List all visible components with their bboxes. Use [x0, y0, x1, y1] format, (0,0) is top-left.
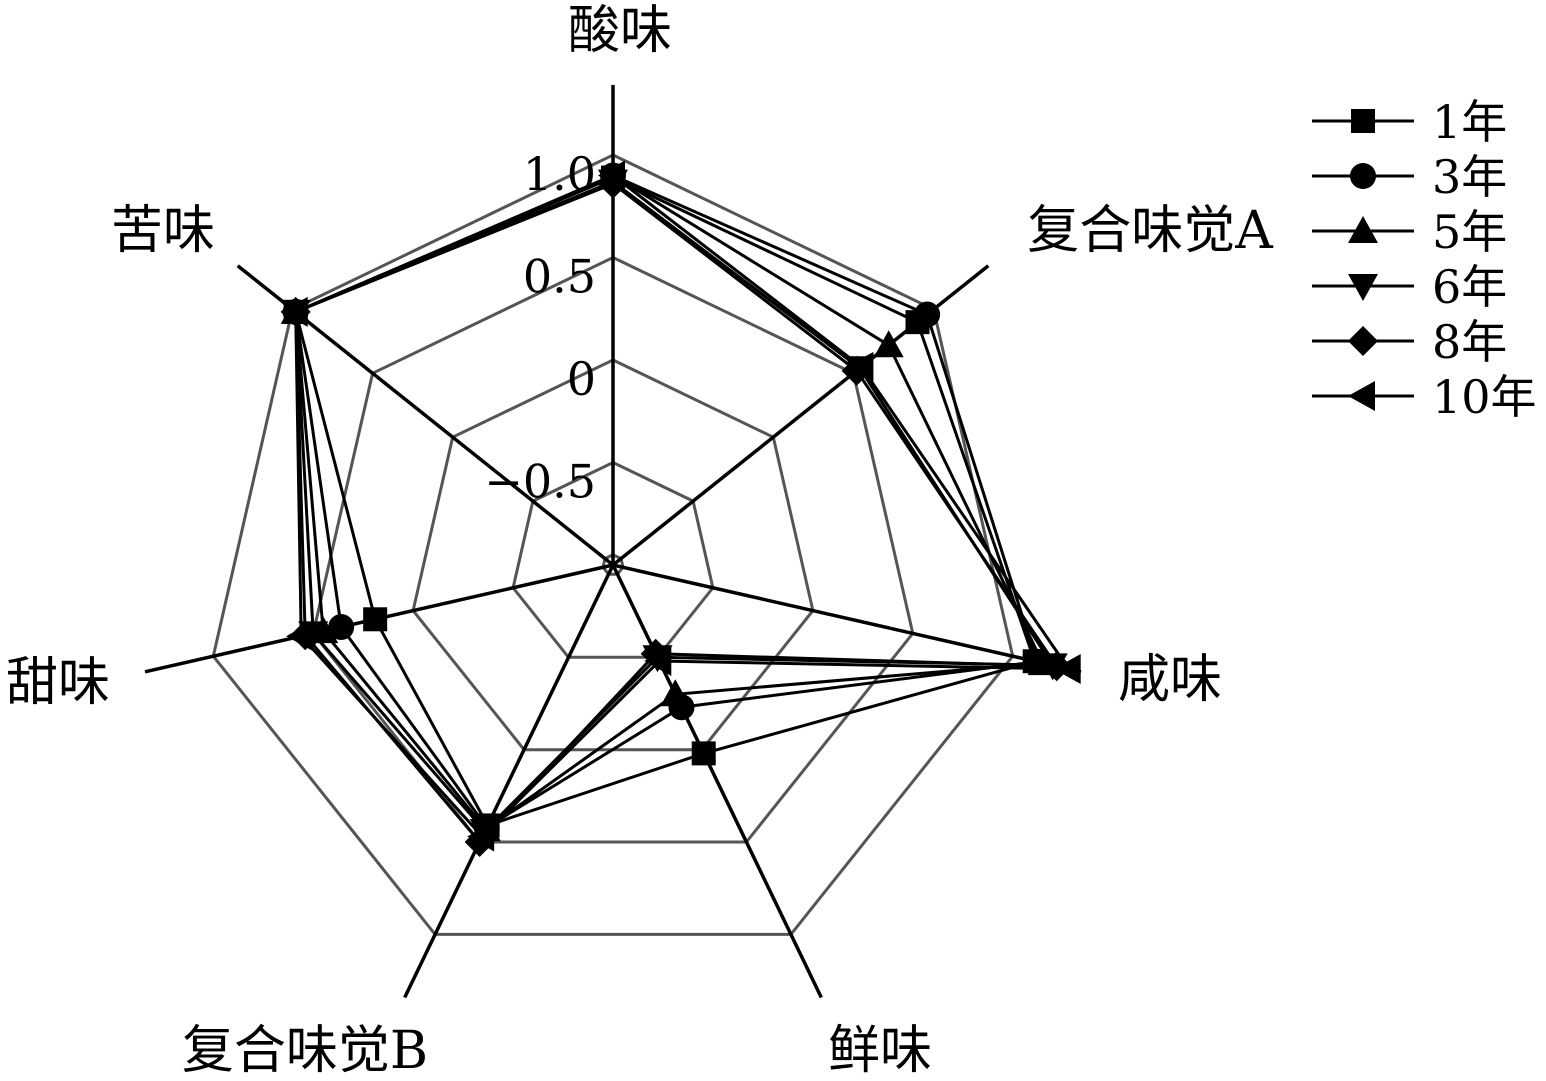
grid-ring-4 — [211, 153, 1015, 936]
axis-line-2 — [612, 563, 1082, 674]
legend-marker-4 — [1348, 326, 1378, 356]
data-point-s1-a5 — [328, 614, 355, 641]
data-point-s0-a5 — [363, 607, 388, 632]
data-point-s2-a1 — [873, 330, 904, 358]
axis-label-3: 鲜味 — [828, 1021, 932, 1081]
tick-label-1: 0 — [567, 352, 596, 406]
radar-series — [280, 160, 1081, 857]
legend-item-3: 6年 — [1312, 260, 1507, 314]
grid-ring-1 — [511, 460, 715, 659]
tick-label-2: 0.5 — [523, 250, 596, 304]
axis-label-4: 复合味觉B — [182, 1021, 428, 1081]
data-point-s5-a2 — [1053, 654, 1081, 684]
series-line-5 — [294, 173, 1072, 839]
legend-marker-3 — [1348, 274, 1378, 301]
axis-label-6: 苦味 — [111, 201, 215, 261]
legend-label-3: 6年 — [1432, 260, 1507, 314]
legend-marker-5 — [1348, 381, 1375, 411]
legend-label-2: 5年 — [1432, 205, 1507, 259]
legend-marker-1 — [1350, 163, 1376, 189]
legend-marker-2 — [1348, 216, 1378, 243]
legend-label-1: 3年 — [1432, 150, 1507, 204]
data-point-s2-a3 — [660, 679, 691, 707]
axis-line-3 — [611, 564, 823, 999]
series-line-0 — [293, 175, 1037, 828]
tick-label-0: −0.5 — [484, 455, 596, 509]
series-5 — [280, 160, 1081, 852]
axis-line-4 — [403, 564, 615, 999]
axis-label-1: 复合味觉A — [1027, 201, 1274, 261]
data-point-s5-a5 — [286, 621, 314, 652]
data-point-s1-a1 — [914, 301, 941, 328]
radar-axes — [144, 85, 1082, 999]
series-line-2 — [294, 173, 1046, 832]
legend-label-5: 10年 — [1432, 370, 1537, 424]
data-point-s5-a0 — [598, 160, 625, 191]
axis-label-2: 咸味 — [1118, 650, 1222, 710]
axis-label-0: 酸味 — [568, 1, 672, 61]
legend-label-0: 1年 — [1432, 95, 1507, 149]
legend-item-4: 8年 — [1312, 315, 1507, 369]
axis-label-5: 甜味 — [6, 653, 110, 713]
data-point-s5-a4 — [467, 821, 495, 852]
grid-ring-3 — [311, 255, 915, 844]
data-point-s5-a6 — [280, 296, 308, 327]
legend-item-2: 5年 — [1312, 205, 1507, 259]
legend-item-1: 3年 — [1312, 150, 1507, 204]
legend-label-4: 8年 — [1432, 315, 1507, 369]
legend-marker-0 — [1351, 109, 1375, 133]
data-point-s0-a3 — [691, 741, 716, 766]
data-point-s5-a1 — [846, 351, 874, 382]
legend-item-0: 1年 — [1312, 95, 1507, 149]
data-point-s5-a3 — [644, 646, 672, 676]
tick-label-3: 1.0 — [523, 147, 596, 201]
series-line-1 — [294, 173, 1039, 830]
legend-item-5: 10年 — [1312, 370, 1537, 424]
